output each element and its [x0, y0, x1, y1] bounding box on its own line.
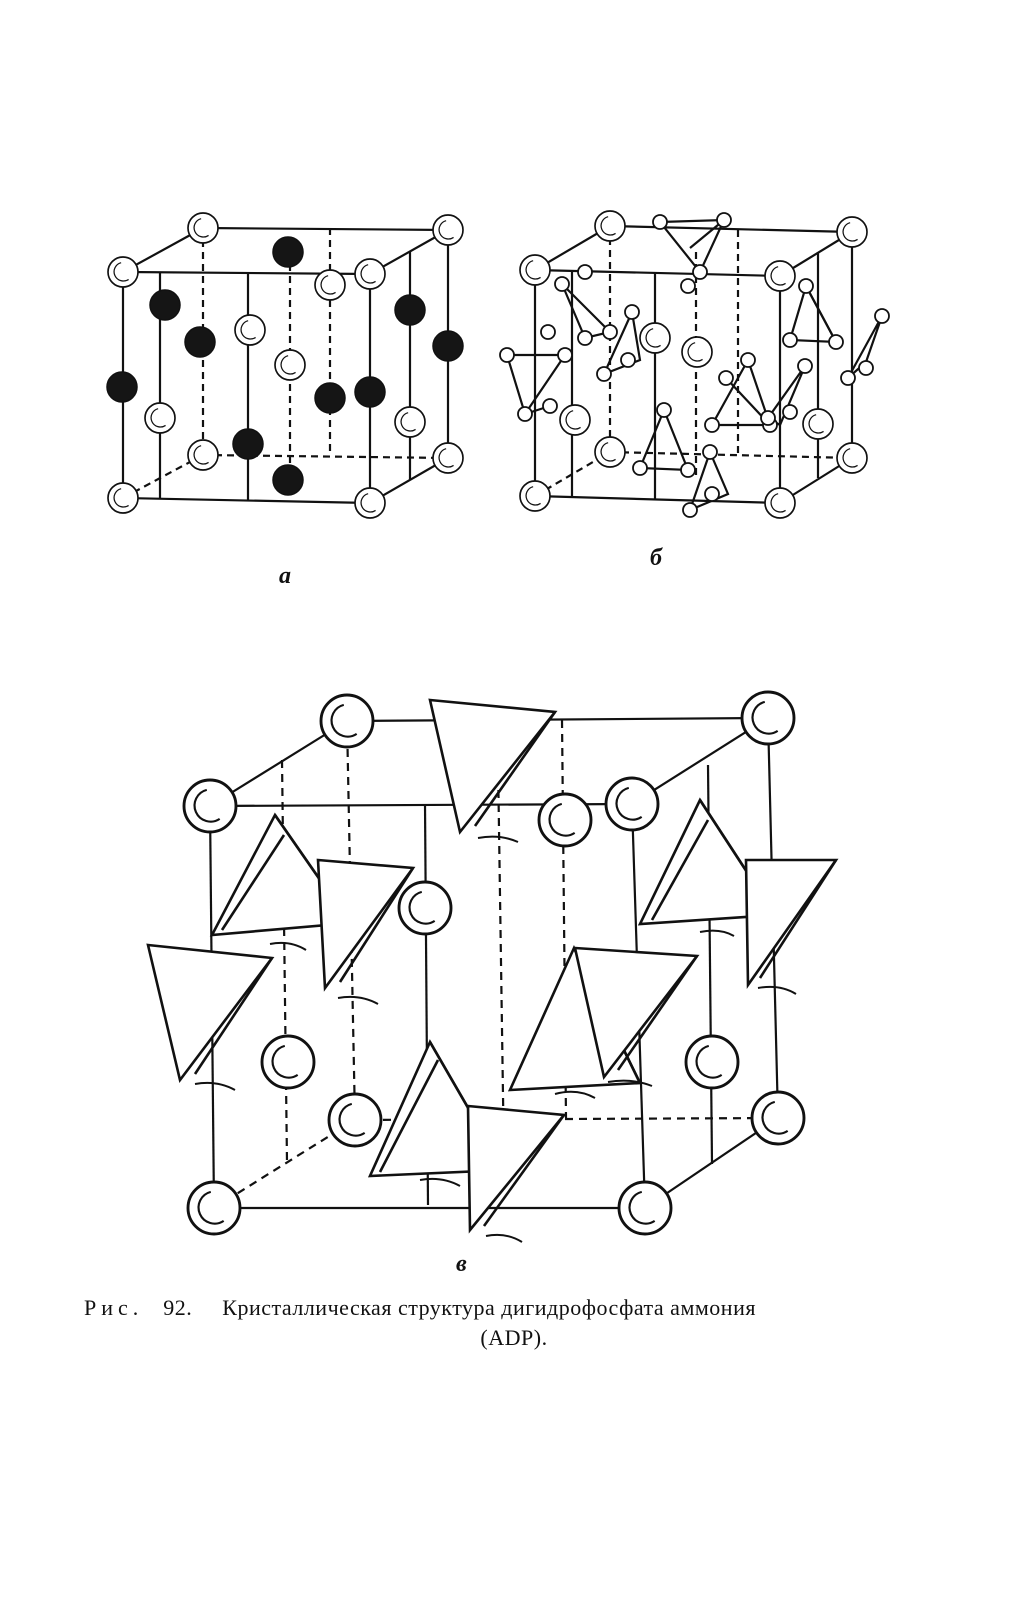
atom-small [596, 366, 612, 382]
atom-filled [354, 376, 386, 408]
panel-label-a: а [279, 563, 291, 589]
panel-c-arrows [194, 835, 797, 1243]
figure-drawing [106, 210, 890, 1243]
atom-small [680, 462, 696, 478]
atom-hollow [397, 880, 453, 936]
atom-hollow [354, 487, 386, 519]
atom-hollow [327, 1092, 383, 1148]
atom-filled [314, 382, 346, 414]
atom-hollow [750, 1090, 806, 1146]
atom-small [740, 352, 756, 368]
atom-small [620, 352, 636, 368]
atom-small [542, 398, 558, 414]
atom-small [557, 347, 573, 363]
atom-small [624, 304, 640, 320]
atom-small [840, 370, 856, 386]
atom-small [577, 330, 593, 346]
atom-hollow [186, 1180, 242, 1236]
atom-hollow [319, 693, 375, 749]
atom-small [540, 324, 556, 340]
atom-small [554, 276, 570, 292]
atom-small [499, 347, 515, 363]
atom-hollow [432, 442, 464, 474]
atom-hollow [144, 402, 176, 434]
atom-small [680, 278, 696, 294]
atom-hollow [519, 480, 551, 512]
atom-hollow [559, 404, 591, 436]
atom-small [682, 502, 698, 518]
atom-small [577, 264, 593, 280]
atom-hollow [182, 778, 238, 834]
atom-hollow [187, 439, 219, 471]
caption-number: 92. [163, 1295, 193, 1320]
atom-small [517, 406, 533, 422]
atom-hollow [394, 406, 426, 438]
atom-hollow [604, 776, 660, 832]
caption-prefix: Рис. [84, 1295, 144, 1320]
atom-small [874, 308, 890, 324]
panel-c-tetrahedra [146, 698, 839, 1234]
atom-hollow [684, 1034, 740, 1090]
atom-small [704, 417, 720, 433]
atom-small [718, 370, 734, 386]
atom-hollow [836, 442, 868, 474]
atom-hollow [836, 216, 868, 248]
atom-hollow [594, 436, 626, 468]
panel-label-b: б [650, 545, 662, 571]
atom-small [704, 486, 720, 502]
atom-filled [394, 294, 426, 326]
atom-hollow [314, 269, 346, 301]
atom-small [602, 324, 618, 340]
atom-filled [149, 289, 181, 321]
atom-hollow [107, 256, 139, 288]
atom-small [716, 212, 732, 228]
caption-text-line1: Кристаллическая структура дигидрофосфата… [222, 1295, 756, 1320]
atom-filled [106, 371, 138, 403]
atom-small [656, 402, 672, 418]
atom-small [782, 332, 798, 348]
atom-filled [184, 326, 216, 358]
atom-hollow [639, 322, 671, 354]
atom-hollow [740, 690, 796, 746]
panel-label-c: в [456, 1251, 467, 1277]
atom-hollow [802, 408, 834, 440]
atom-small [692, 264, 708, 280]
atom-hollow [260, 1034, 316, 1090]
atom-small [760, 410, 776, 426]
atom-small [798, 278, 814, 294]
atom-hollow [107, 482, 139, 514]
atom-hollow [354, 258, 386, 290]
atom-filled [432, 330, 464, 362]
atom-small [632, 460, 648, 476]
atom-filled [232, 428, 264, 460]
atom-hollow [764, 260, 796, 292]
atom-hollow [187, 212, 219, 244]
caption-text-line2: (ADP). [480, 1325, 548, 1350]
atoms [106, 210, 890, 1236]
atom-small [828, 334, 844, 350]
atom-hollow [764, 487, 796, 519]
atom-small [702, 444, 718, 460]
atom-hollow [234, 314, 266, 346]
atom-filled [272, 236, 304, 268]
atom-small [858, 360, 874, 376]
figure-caption: Рис. 92. Кристаллическая структура дигидро… [84, 1293, 944, 1353]
atom-small [652, 214, 668, 230]
atom-hollow [617, 1180, 673, 1236]
atom-hollow [681, 336, 713, 368]
atom-hollow [432, 214, 464, 246]
atom-small [797, 358, 813, 374]
atom-filled [272, 464, 304, 496]
atom-small [782, 404, 798, 420]
atom-hollow [594, 210, 626, 242]
atom-hollow [537, 792, 593, 848]
atom-hollow [519, 254, 551, 286]
atom-hollow [274, 349, 306, 381]
